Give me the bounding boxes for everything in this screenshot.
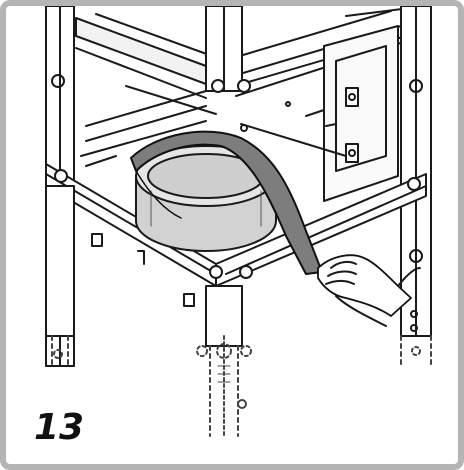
duct-cylinder [135, 145, 277, 252]
center-front-lower-post [196, 285, 252, 437]
hood-assembly-illustration [45, 6, 432, 437]
right-front-lower-post [183, 293, 432, 367]
middle-frame [45, 79, 427, 287]
right-rear-post [400, 6, 432, 337]
upper-frame [75, 6, 427, 142]
strap [130, 130, 323, 275]
step-number: 13 [34, 407, 85, 448]
left-front-lower-post [45, 185, 145, 367]
center-post [205, 6, 243, 92]
hand-icon [317, 254, 421, 327]
